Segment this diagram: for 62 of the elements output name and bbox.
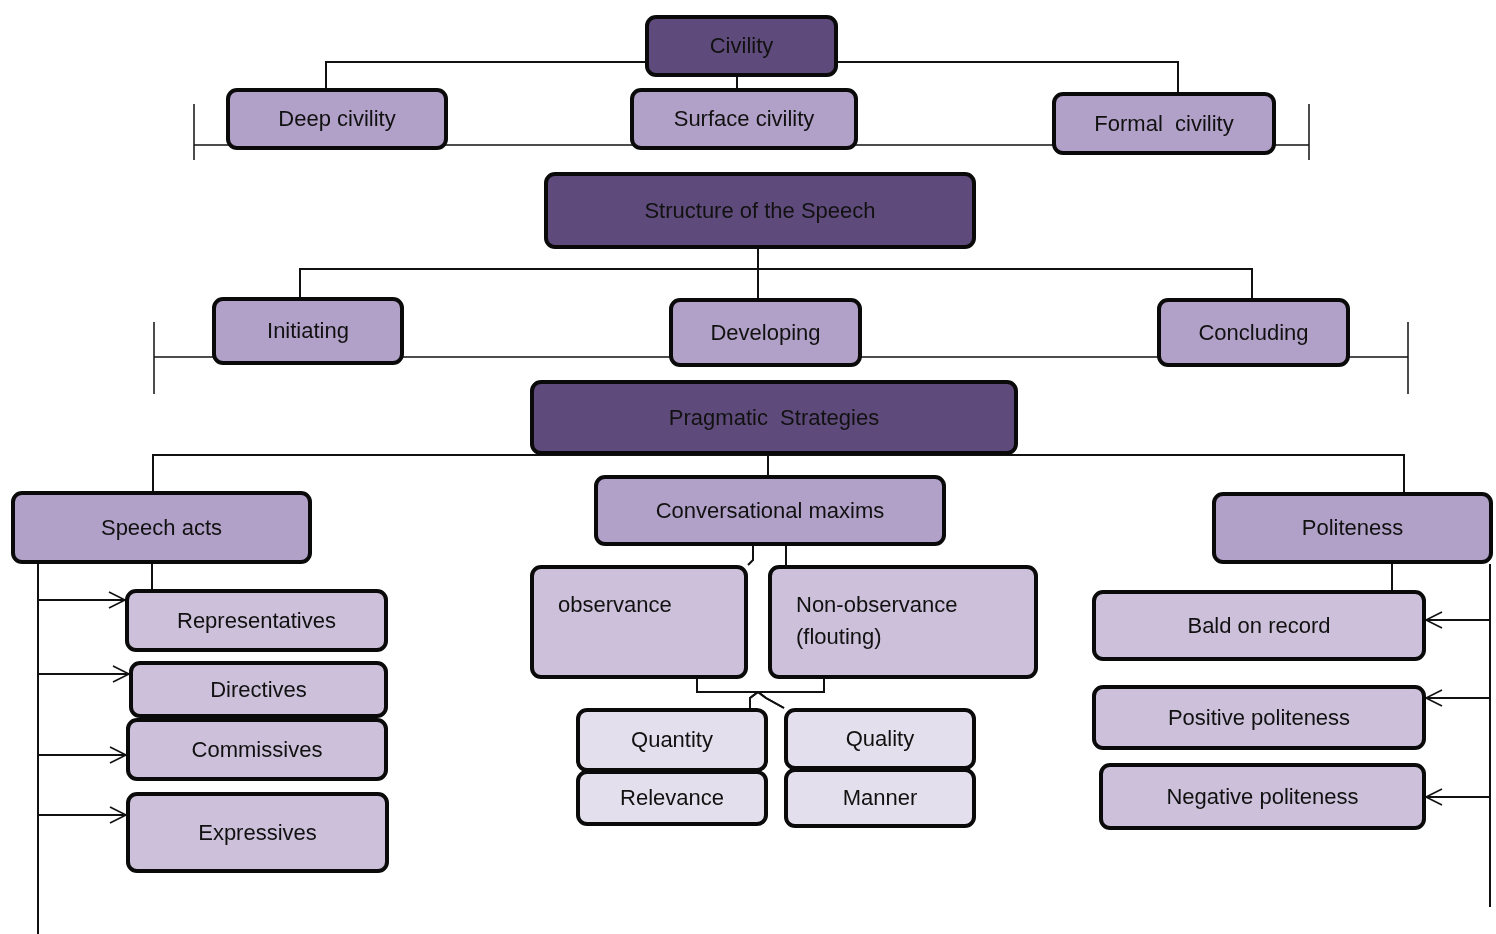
category-box — [129, 661, 388, 718]
connector-line — [747, 545, 754, 566]
node-label: Bald on record — [1187, 611, 1331, 640]
node-label: Quality — [845, 725, 915, 754]
node-label: Manner — [842, 784, 918, 813]
category-box — [126, 792, 389, 873]
node-label: Positive politeness — [1167, 703, 1351, 732]
connector-line — [785, 545, 787, 566]
node-label: Directives — [210, 675, 307, 704]
connector-line — [152, 454, 769, 492]
node-label: Negative politeness — [1166, 782, 1359, 811]
node-label: Politeness — [1301, 514, 1404, 543]
connector-line — [736, 76, 738, 89]
node-label: Conversational maxims — [655, 496, 885, 525]
category-box — [1099, 763, 1426, 830]
connector-line — [1425, 563, 1491, 806]
category-box — [630, 88, 858, 150]
category-box — [212, 297, 404, 365]
category-box — [784, 708, 976, 770]
node-label: Structure of the Speech — [644, 196, 876, 225]
node-label: Surface civility — [673, 105, 815, 134]
node-label: Initiating — [267, 317, 349, 346]
node-label: Non-observance (flouting) — [796, 591, 959, 651]
node-label: Developing — [710, 318, 821, 347]
node-label: observance — [558, 591, 672, 619]
category-box — [576, 770, 768, 826]
node-label: Speech acts — [100, 513, 223, 542]
node-label: Representatives — [177, 606, 336, 635]
node-label: Pragmatic Strategies — [668, 403, 880, 432]
category-box — [226, 88, 448, 150]
category-box — [576, 708, 768, 772]
connector-line — [767, 454, 769, 476]
node-label: Concluding — [1198, 318, 1309, 347]
node-label: Relevance — [620, 784, 724, 813]
category-box — [11, 491, 312, 564]
connector-line — [1391, 563, 1393, 591]
connector-line — [837, 61, 1179, 93]
category-box — [768, 565, 1038, 679]
category-box — [1212, 492, 1493, 564]
category-box — [530, 380, 1018, 455]
category-box — [530, 565, 748, 679]
node-label: Expressives — [198, 818, 317, 847]
connector-line — [37, 563, 127, 824]
connector-line — [325, 61, 646, 89]
node-label: Formal civility — [1094, 109, 1234, 138]
category-box — [1092, 685, 1426, 750]
category-box — [645, 15, 838, 77]
category-box — [544, 172, 976, 249]
category-box — [1157, 298, 1350, 367]
category-box — [1092, 590, 1426, 661]
category-box — [125, 589, 388, 652]
node-label: Commissives — [191, 735, 323, 764]
node-label: Quantity — [631, 726, 713, 755]
node-label: Deep civility — [278, 105, 396, 134]
category-box — [594, 475, 946, 546]
connector-line — [767, 454, 1405, 493]
connector-line — [151, 563, 153, 590]
category-box — [1052, 92, 1276, 155]
category-box — [669, 298, 862, 367]
category-box — [126, 718, 388, 781]
node-label: Civility — [709, 32, 774, 61]
category-box — [784, 768, 976, 828]
